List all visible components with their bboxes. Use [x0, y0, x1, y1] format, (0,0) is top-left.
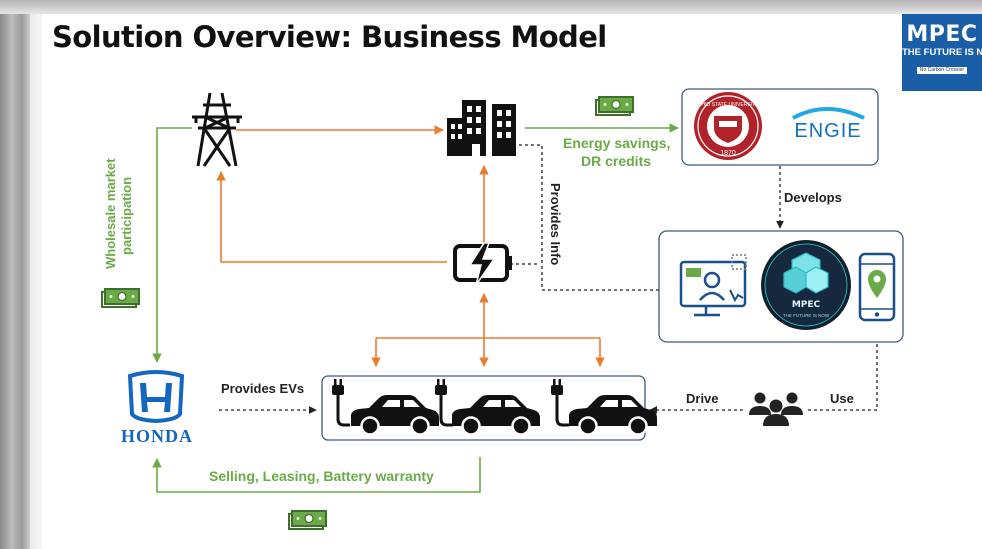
use-label: Use	[830, 391, 854, 406]
university-year: 1870	[720, 150, 736, 157]
buildings-icon	[447, 100, 516, 156]
selling-leasing-label: Selling, Leasing, Battery warranty	[209, 468, 434, 484]
provides-evs-label: Provides EVs	[221, 381, 304, 396]
phone-location-icon	[858, 252, 896, 322]
mpec-app-title: MPEC	[792, 300, 821, 310]
slide-frame-top	[0, 0, 982, 14]
slide-title: Solution Overview: Business Model	[52, 20, 607, 54]
mpec-logo: MPEC THE FUTURE IS NOW No Carbon Crossie…	[902, 14, 982, 91]
energy-savings-label-line2: DR credits	[581, 153, 651, 169]
money-icon	[595, 96, 634, 116]
mpec-logo-main: MPEC	[906, 22, 978, 47]
provides-info-label: Provides Info	[548, 183, 563, 265]
connector-lines	[152, 123, 881, 493]
mpec-app-subtitle: THE FUTURE IS NOW	[783, 313, 830, 318]
money-icon	[101, 288, 140, 308]
honda-text: HONDA	[121, 426, 193, 446]
slide-frame-left-inner	[30, 14, 42, 549]
university-seal-logo: OHIO STATE UNIVERSITY 1870	[694, 92, 762, 160]
money-icon	[288, 510, 327, 530]
users-group-icon	[749, 392, 803, 426]
honda-logo: HONDA	[121, 370, 193, 446]
mpec-app-logo: MPEC THE FUTURE IS NOW	[761, 240, 851, 330]
wholesale-label-line2: participation	[119, 177, 134, 255]
university-seal-text: OHIO STATE UNIVERSITY	[698, 102, 760, 108]
energy-savings-label-line1: Energy savings,	[563, 135, 670, 151]
wholesale-label: Wholesale market participation	[103, 158, 134, 269]
mpec-logo-sub: No Carbon Crossier	[916, 67, 968, 74]
battery-charging-icon	[453, 242, 512, 286]
slide-frame-left	[0, 14, 30, 549]
drive-label: Drive	[686, 391, 719, 406]
computer-user-icon	[679, 254, 747, 317]
mpec-logo-tagline: THE FUTURE IS NOW	[902, 47, 982, 58]
wholesale-label-line1: Wholesale market	[103, 158, 118, 269]
engie-logo: ENGIE	[792, 107, 865, 142]
develops-label: Develops	[784, 190, 842, 205]
engie-text: ENGIE	[794, 120, 861, 142]
transmission-tower-icon	[192, 92, 242, 167]
